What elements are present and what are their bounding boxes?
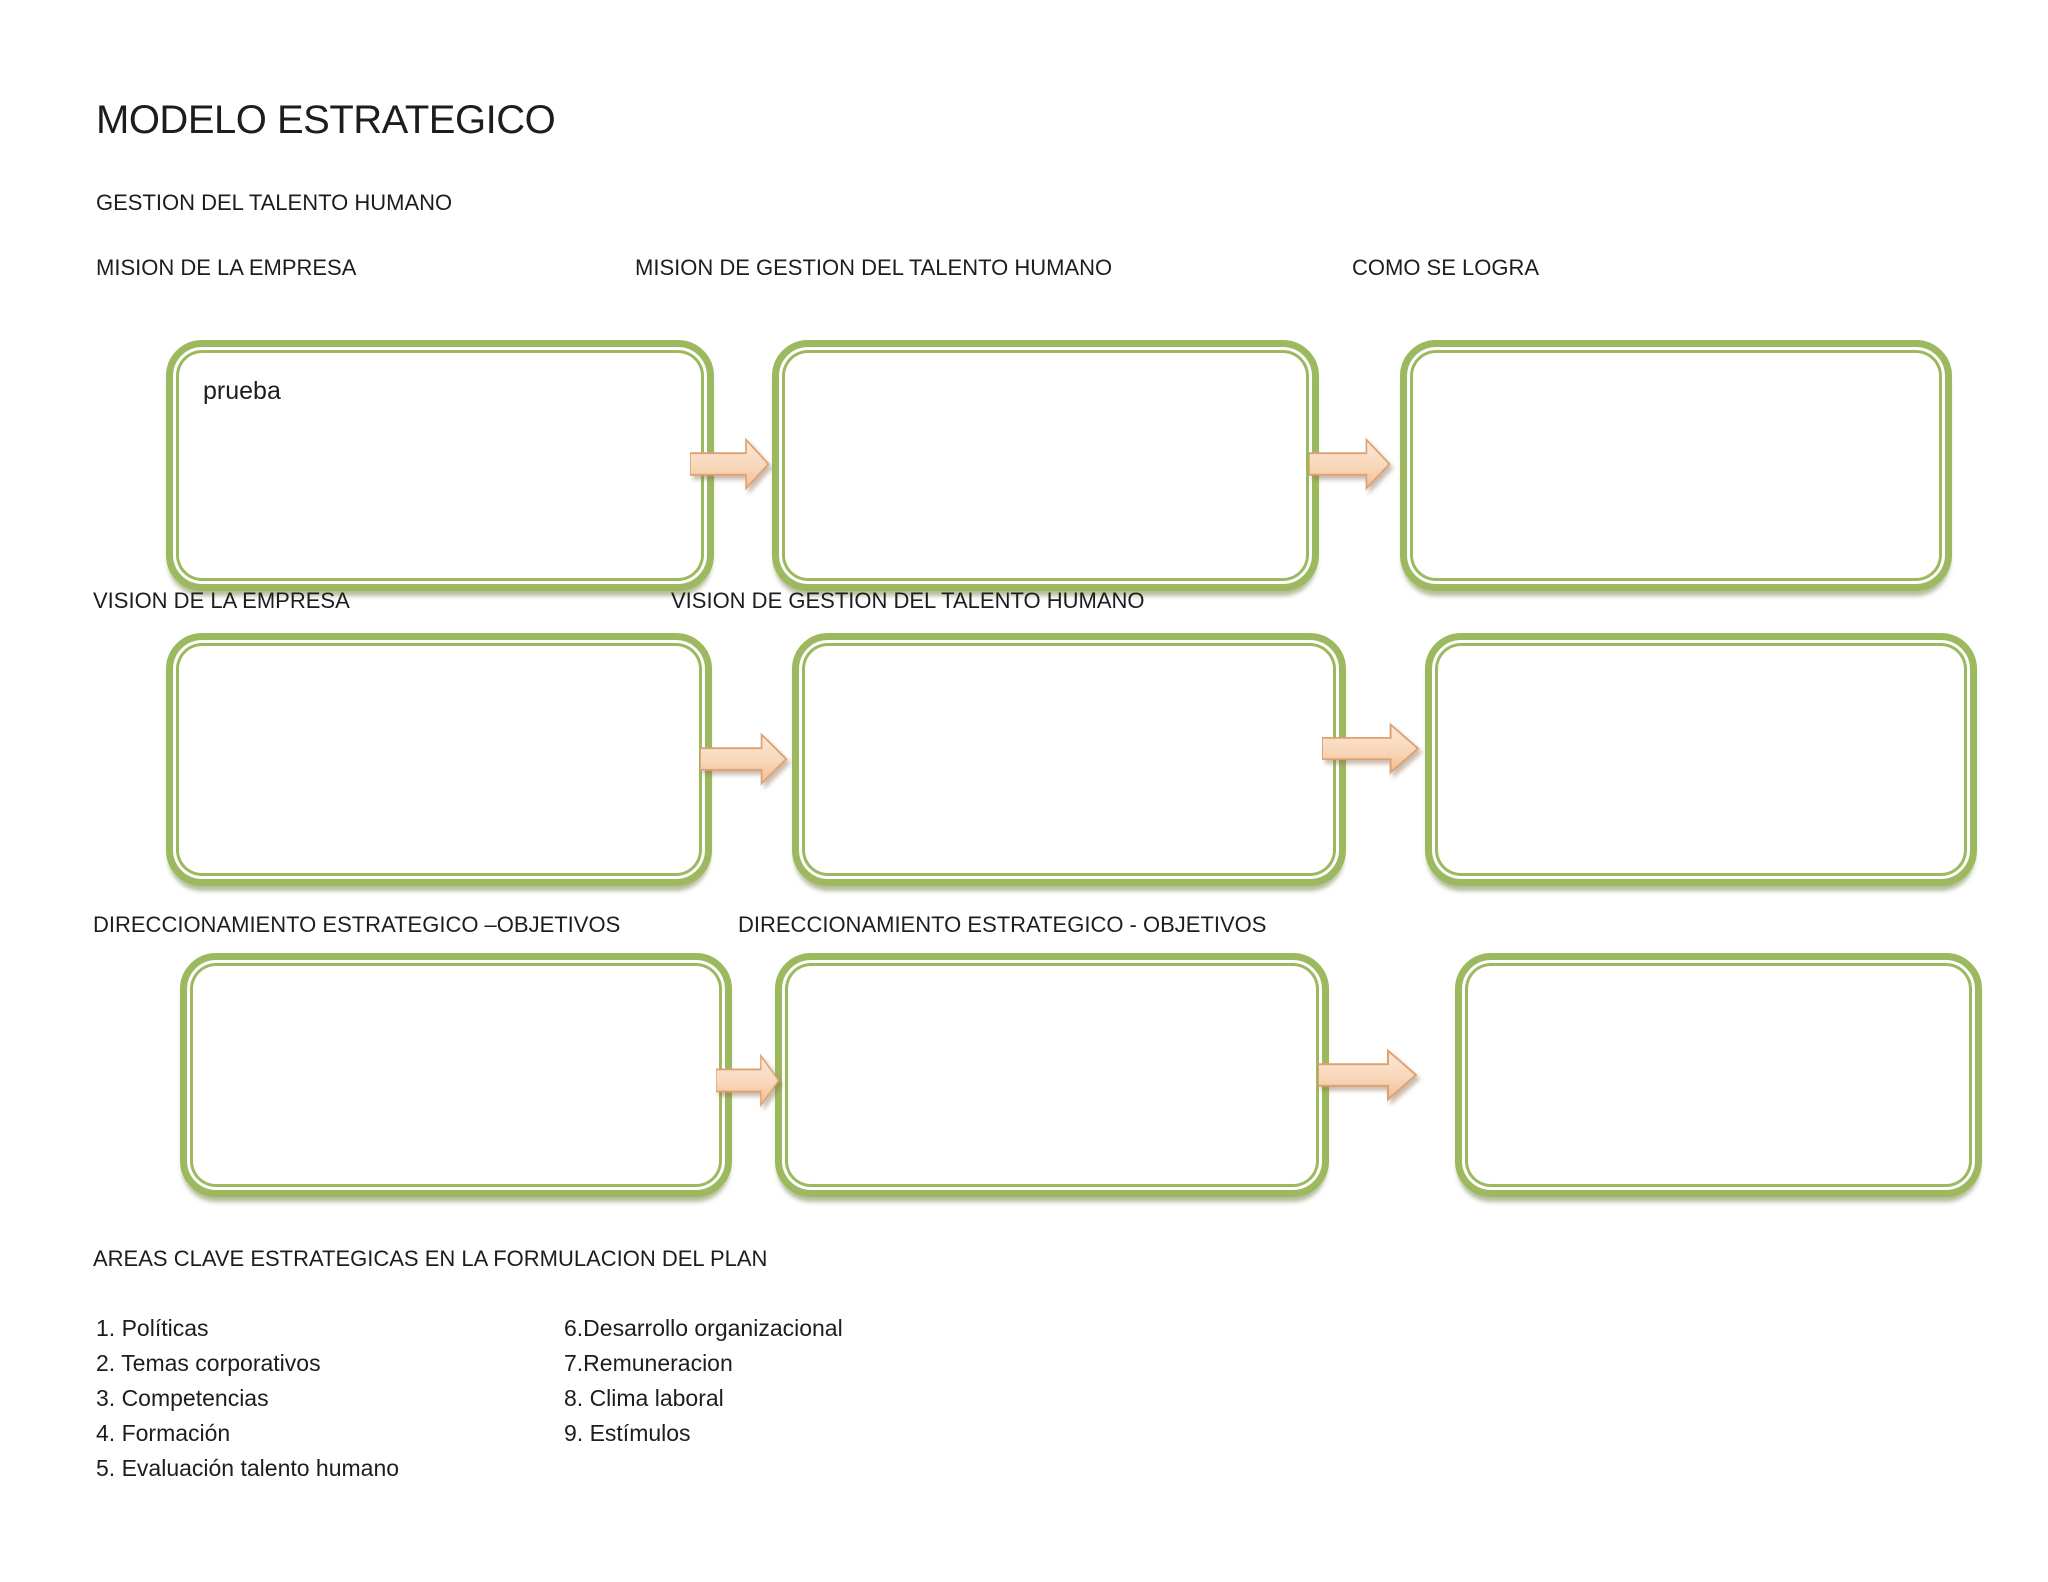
list-item: 1. Políticas bbox=[96, 1315, 209, 1341]
diagram-box-vision-empresa[interactable] bbox=[166, 633, 712, 886]
diagram-box-mision-gestion[interactable] bbox=[772, 340, 1319, 591]
label-direccionamiento-2: DIRECCIONAMIENTO ESTRATEGICO - OBJETIVOS bbox=[738, 912, 1267, 937]
label-mision-empresa: MISION DE LA EMPRESA bbox=[96, 255, 357, 280]
label-vision-empresa: VISION DE LA EMPRESA bbox=[93, 588, 350, 613]
diagram-box-direccionamiento-2[interactable] bbox=[775, 953, 1329, 1197]
arrow-right-icon bbox=[690, 437, 770, 491]
subtitle: GESTION DEL TALENTO HUMANO bbox=[96, 190, 453, 215]
list-item: 3. Competencias bbox=[96, 1385, 269, 1411]
page-title: MODELO ESTRATEGICO bbox=[96, 98, 556, 142]
arrow-right-icon bbox=[1309, 437, 1391, 491]
list-item: 5. Evaluación talento humano bbox=[96, 1455, 400, 1481]
list-item: 4. Formación bbox=[96, 1420, 231, 1446]
label-mision-gestion-talento: MISION DE GESTION DEL TALENTO HUMANO bbox=[635, 255, 1113, 280]
diagram-box-como-se-logra[interactable] bbox=[1400, 340, 1952, 591]
areas-list-col2: 6.Desarrollo organizacional 7.Remuneraci… bbox=[564, 1311, 843, 1451]
diagram-box-direccionamiento-3[interactable] bbox=[1455, 953, 1982, 1197]
box-text-prueba: prueba bbox=[203, 377, 281, 405]
areas-list-col1: 1. Políticas 2. Temas corporativos 3. Co… bbox=[96, 1311, 399, 1486]
diagram-box-direccionamiento-1[interactable] bbox=[180, 953, 732, 1197]
diagram-box-vision-logro[interactable] bbox=[1425, 633, 1977, 886]
areas-heading: AREAS CLAVE ESTRATEGICAS EN LA FORMULACI… bbox=[93, 1246, 768, 1271]
label-como-se-logra: COMO SE LOGRA bbox=[1352, 255, 1540, 280]
arrow-right-icon bbox=[1318, 1048, 1418, 1102]
label-vision-gestion-talento: VISION DE GESTION DEL TALENTO HUMANO bbox=[671, 588, 1145, 613]
list-item: 6.Desarrollo organizacional bbox=[564, 1315, 843, 1341]
arrow-right-icon bbox=[716, 1053, 780, 1108]
list-item: 7.Remuneracion bbox=[564, 1350, 733, 1376]
list-item: 8. Clima laboral bbox=[564, 1385, 724, 1411]
arrow-right-icon bbox=[700, 732, 788, 786]
diagram-box-vision-gestion[interactable] bbox=[792, 633, 1346, 886]
diagram-box-mision-empresa[interactable]: prueba bbox=[166, 340, 714, 591]
arrow-right-icon bbox=[1322, 722, 1420, 775]
label-direccionamiento-1: DIRECCIONAMIENTO ESTRATEGICO –OBJETIVOS bbox=[93, 912, 621, 937]
list-item: 9. Estímulos bbox=[564, 1420, 691, 1446]
list-item: 2. Temas corporativos bbox=[96, 1350, 321, 1376]
